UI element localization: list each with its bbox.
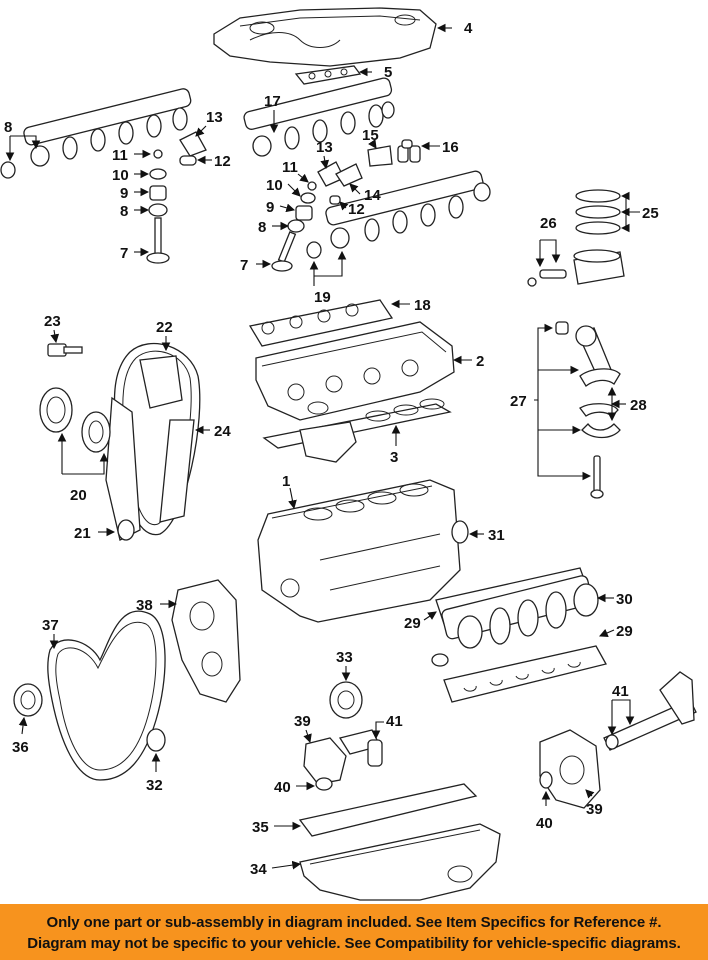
callout-21: 21 bbox=[74, 525, 91, 542]
sprocket-bolt bbox=[47, 343, 83, 357]
callout-14: 14 bbox=[364, 187, 381, 204]
rocker-arm-left bbox=[179, 131, 207, 166]
drive-belt bbox=[47, 610, 166, 781]
rocker-arm-middle bbox=[317, 161, 363, 187]
callout-labels-2: 23 22 24 20 21 bbox=[44, 313, 231, 542]
callout-39-left: 39 bbox=[294, 713, 311, 730]
callout-30: 30 bbox=[616, 591, 633, 608]
callout-39-right: 39 bbox=[586, 801, 603, 818]
callout-8-valve-left: 8 bbox=[120, 203, 128, 220]
callout-38: 38 bbox=[136, 597, 153, 614]
seal-32 bbox=[146, 728, 166, 752]
valve-cover-gasket bbox=[294, 65, 362, 85]
callout-5: 5 bbox=[384, 64, 392, 81]
callout-19: 19 bbox=[314, 289, 331, 306]
camshaft-upper bbox=[243, 77, 395, 157]
piston bbox=[527, 249, 625, 287]
piston-rings bbox=[575, 189, 621, 235]
callout-16: 16 bbox=[442, 139, 459, 156]
callout-36: 36 bbox=[12, 739, 29, 756]
callout-8-left: 8 bbox=[4, 119, 12, 136]
callout-13-middle: 13 bbox=[316, 139, 333, 156]
oil-pump-right bbox=[539, 671, 697, 809]
valve-train-left bbox=[146, 149, 170, 264]
crankshaft bbox=[431, 575, 599, 667]
callout-10-left: 10 bbox=[112, 167, 129, 184]
callout-12-middle: 12 bbox=[348, 201, 365, 218]
callout-3: 3 bbox=[390, 449, 398, 466]
camshaft-left bbox=[0, 88, 192, 179]
callout-32: 32 bbox=[146, 777, 163, 794]
callout-40-left: 40 bbox=[274, 779, 291, 796]
callout-10-middle: 10 bbox=[266, 177, 283, 194]
callout-12-left: 12 bbox=[214, 153, 231, 170]
callout-37: 37 bbox=[42, 617, 59, 634]
cylinder-head bbox=[255, 321, 455, 421]
vibration-damper bbox=[329, 681, 363, 719]
callout-1: 1 bbox=[282, 473, 290, 490]
oil-pan-gasket bbox=[298, 783, 478, 837]
timing-cover bbox=[171, 579, 241, 703]
oil-pump-left bbox=[303, 729, 383, 791]
callout-2: 2 bbox=[476, 353, 484, 370]
callout-4: 4 bbox=[464, 20, 473, 37]
head-gasket bbox=[262, 398, 452, 463]
callout-31: 31 bbox=[488, 527, 505, 544]
camshaft-sprockets bbox=[39, 387, 111, 453]
callout-17: 17 bbox=[264, 93, 281, 110]
camshaft-lower bbox=[306, 170, 491, 259]
callout-29-lower: 29 bbox=[616, 623, 633, 640]
callout-18: 18 bbox=[414, 297, 431, 314]
callout-11-left: 11 bbox=[112, 147, 128, 164]
callout-labels: 4 5 8 13 12 11 10 9 8 7 17 15 16 13 14 1… bbox=[4, 20, 659, 878]
callout-9-middle: 9 bbox=[266, 199, 274, 216]
seal-21 bbox=[117, 519, 135, 541]
callout-11-middle: 11 bbox=[282, 159, 298, 176]
callout-41-left: 41 bbox=[386, 713, 403, 730]
pulley-36 bbox=[13, 683, 43, 717]
disclaimer-line-2: Diagram may not be specific to your vehi… bbox=[27, 935, 681, 952]
callout-9-left: 9 bbox=[120, 185, 128, 202]
callout-40-right: 40 bbox=[536, 815, 553, 832]
camshaft-carrier bbox=[248, 299, 394, 347]
callout-23-label: 23 bbox=[44, 313, 61, 330]
callout-41-right: 41 bbox=[612, 683, 629, 700]
callout-34: 34 bbox=[250, 861, 267, 878]
valve-train-middle bbox=[271, 181, 341, 272]
callout-29-upper: 29 bbox=[404, 615, 421, 632]
disclaimer-banner: Only one part or sub-assembly in diagram… bbox=[0, 904, 708, 960]
chain-guide bbox=[105, 355, 195, 541]
callout-7-left: 7 bbox=[120, 245, 128, 262]
leader-lines bbox=[5, 23, 640, 870]
engine-exploded-diagram: 4 5 8 13 12 11 10 9 8 7 17 15 16 13 14 1… bbox=[0, 7, 697, 901]
callout-33: 33 bbox=[336, 649, 353, 666]
callout-28: 28 bbox=[630, 397, 647, 414]
callout-22: 22 bbox=[156, 319, 173, 336]
valve-cover bbox=[213, 7, 437, 67]
rear-main-seal bbox=[451, 520, 469, 544]
callout-26: 26 bbox=[540, 215, 557, 232]
engine-block bbox=[257, 479, 461, 623]
hydraulic-tensioner-parts bbox=[367, 139, 421, 167]
main-bearings-lower bbox=[443, 645, 607, 703]
callout-25: 25 bbox=[642, 205, 659, 222]
callout-7-middle: 7 bbox=[240, 257, 248, 274]
callout-8-middle: 8 bbox=[258, 219, 266, 236]
callout-27: 27 bbox=[510, 393, 527, 410]
oil-pan bbox=[299, 823, 501, 901]
callout-20: 20 bbox=[70, 487, 87, 504]
connecting-rod bbox=[555, 321, 621, 499]
callout-35: 35 bbox=[252, 819, 269, 836]
callout-13-left: 13 bbox=[206, 109, 223, 126]
disclaimer-line-1: Only one part or sub-assembly in diagram… bbox=[46, 914, 662, 931]
callout-24: 24 bbox=[214, 423, 231, 440]
callout-15: 15 bbox=[362, 127, 379, 144]
